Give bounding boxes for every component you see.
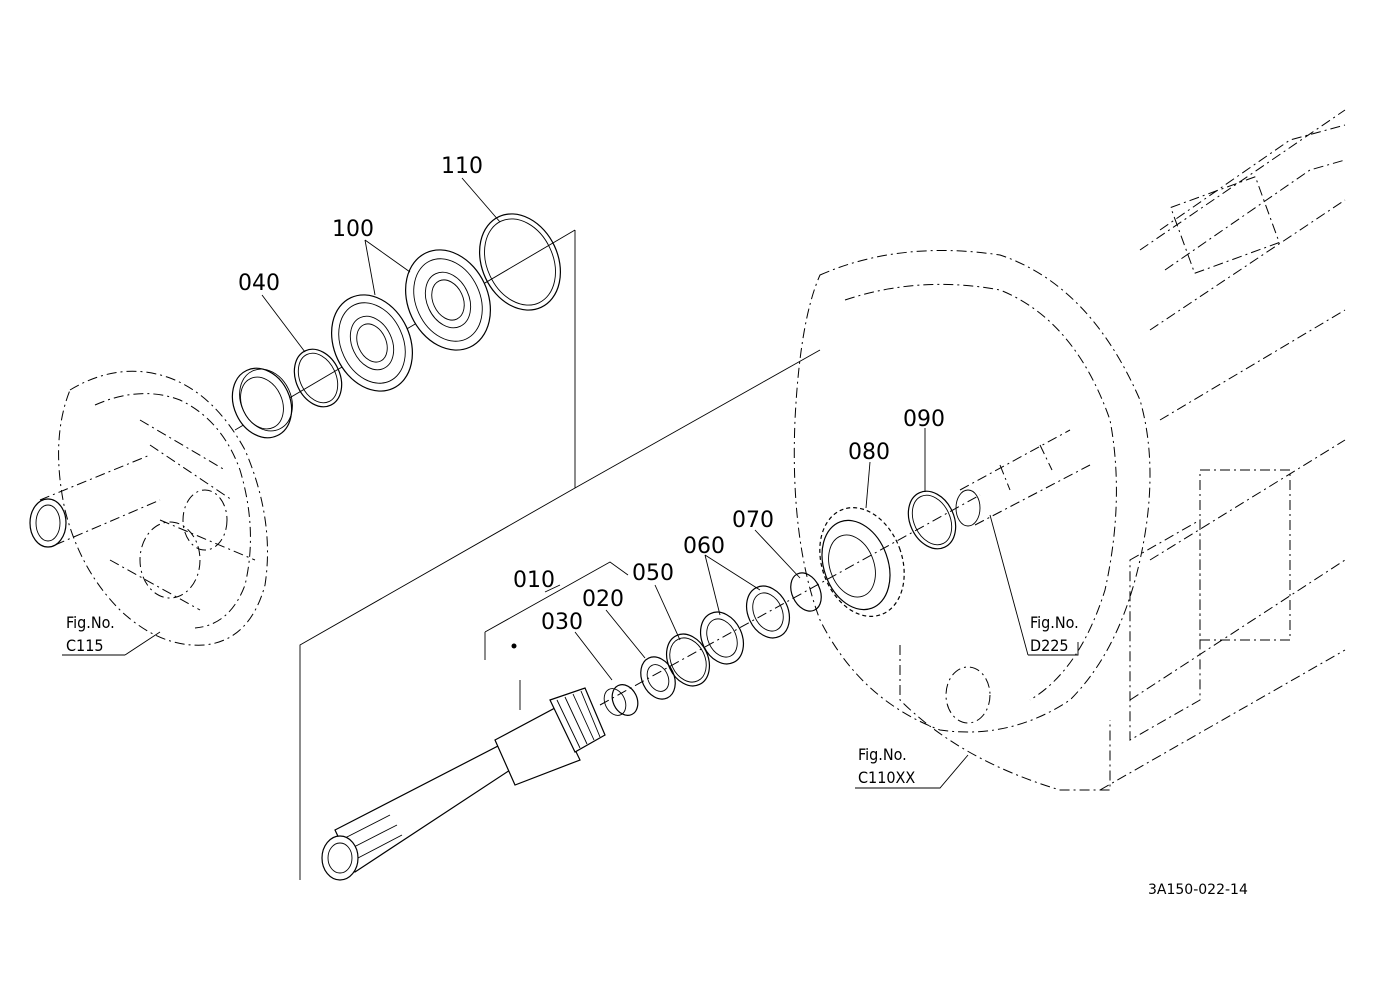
part-label-100: 100 [332,217,374,242]
svg-text:C115: C115 [66,636,104,655]
fig-ref-d225[interactable]: Fig.No. D225 [1030,613,1079,655]
ring-090 [907,490,957,550]
snap-ring-110 [478,213,562,311]
svg-text:Fig.No.: Fig.No. [66,613,115,632]
ref-dot [511,643,517,649]
fig-ref-c115[interactable]: Fig.No. C115 [66,613,115,655]
svg-text:010: 010 [513,568,555,593]
svg-text:030: 030 [541,610,583,635]
svg-text:040: 040 [238,271,280,296]
upper-assembly-outline [234,229,821,880]
left-housing-c115 [29,370,268,646]
part-label-070: 070 [732,508,774,533]
ball-bearing-100a [330,294,414,392]
collar-020 [640,656,676,700]
part-label-080: 080 [848,440,890,465]
gear-080 [819,507,905,617]
svg-text:Fig.No.: Fig.No. [858,745,907,764]
svg-text:090: 090 [903,407,945,432]
needle-bearing-060a [699,611,745,665]
svg-text:110: 110 [441,154,483,179]
fig-ref-c110xx[interactable]: Fig.No. C110XX [858,745,915,787]
svg-text:D225: D225 [1030,636,1069,655]
part-label-050: 050 [632,561,674,586]
shaft-010 [321,687,606,881]
svg-text:080: 080 [848,440,890,465]
needle-bearing-060b [745,585,791,639]
svg-text:070: 070 [732,508,774,533]
part-label-020: 020 [582,587,624,612]
part-label-030: 030 [541,610,583,635]
ball-bearing-100b [405,249,491,351]
drawing-code: 3A150-022-14 [1148,882,1248,898]
svg-text:Fig.No.: Fig.No. [1030,613,1079,632]
svg-text:050: 050 [632,561,674,586]
part-label-040: 040 [238,271,280,296]
ring-070 [790,572,822,612]
oil-seal [231,367,293,439]
leader-lines [62,177,1079,789]
assembly-axis [599,494,981,706]
snap-ring-040 [293,348,343,408]
svg-text:020: 020 [582,587,624,612]
part-label-060: 060 [683,534,725,559]
part-label-090: 090 [903,407,945,432]
svg-text:100: 100 [332,217,374,242]
part-label-010: 010 [513,568,555,593]
part-label-110: 110 [441,154,483,179]
transmission-case [793,109,1346,791]
bushing-030 [603,684,639,716]
svg-text:060: 060 [683,534,725,559]
svg-text:C110XX: C110XX [858,768,915,787]
